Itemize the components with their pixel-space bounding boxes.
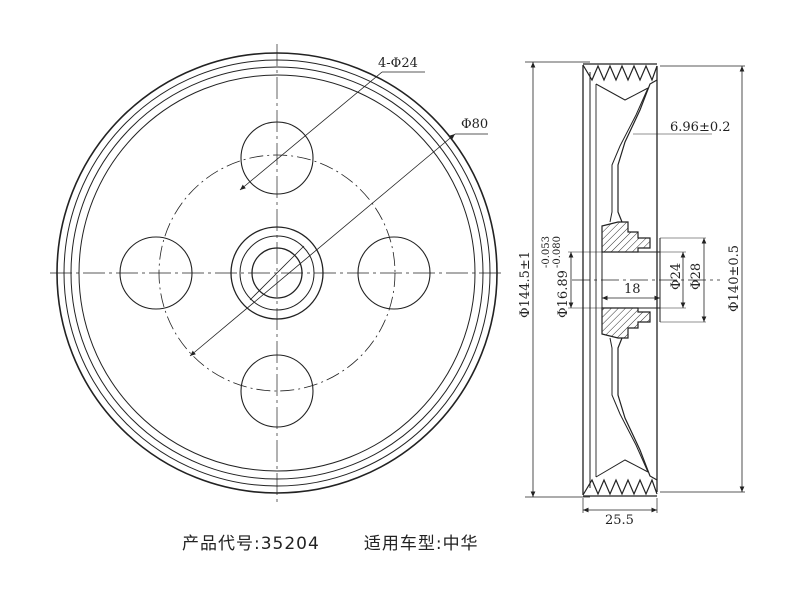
web-bottom-outer-2 (595, 459, 649, 478)
bore-tol-upper: -0.053 (541, 236, 552, 268)
product-code-label: 产品代号: (182, 534, 261, 554)
hub-length-label: 18 (624, 282, 641, 297)
section-view (525, 61, 745, 513)
bore-label: Φ16.89 (556, 270, 571, 318)
bore-leader (249, 245, 305, 301)
top-groove (582, 64, 658, 82)
hole-callout: 4-Φ24 (378, 56, 418, 71)
web-offset-label: 6.96±0.2 (670, 120, 731, 135)
groove-diameter-label: Φ140±0.5 (727, 245, 742, 312)
vehicle-label: 适用车型: (363, 534, 443, 554)
hub-outer-label: Φ28 (689, 263, 704, 290)
hub-section-top (601, 221, 651, 253)
bottom-groove (582, 478, 658, 496)
web-bottom-outer (617, 337, 658, 481)
hub-inner-label: Φ24 (669, 263, 684, 290)
outer-diameter-label: Φ144.5±1 (518, 251, 533, 318)
vehicle: 中华 (442, 534, 479, 554)
bore-tol-lower: -0.080 (552, 236, 563, 268)
hub-section-bottom (601, 307, 651, 339)
web-top-outer (617, 79, 658, 223)
caption: 产品代号:35204 适用车型:中华 (182, 529, 479, 554)
bolt-circle-label: Φ80 (461, 117, 488, 132)
web-top-inner (609, 87, 649, 223)
web-bottom-inner (609, 337, 649, 473)
web-top-outer-2 (595, 83, 649, 101)
width-label: 25.5 (605, 513, 634, 528)
bolt-circle-leader (189, 133, 456, 357)
product-code: 35204 (260, 534, 320, 554)
hole-leader-line (239, 71, 383, 191)
front-view (50, 44, 503, 502)
